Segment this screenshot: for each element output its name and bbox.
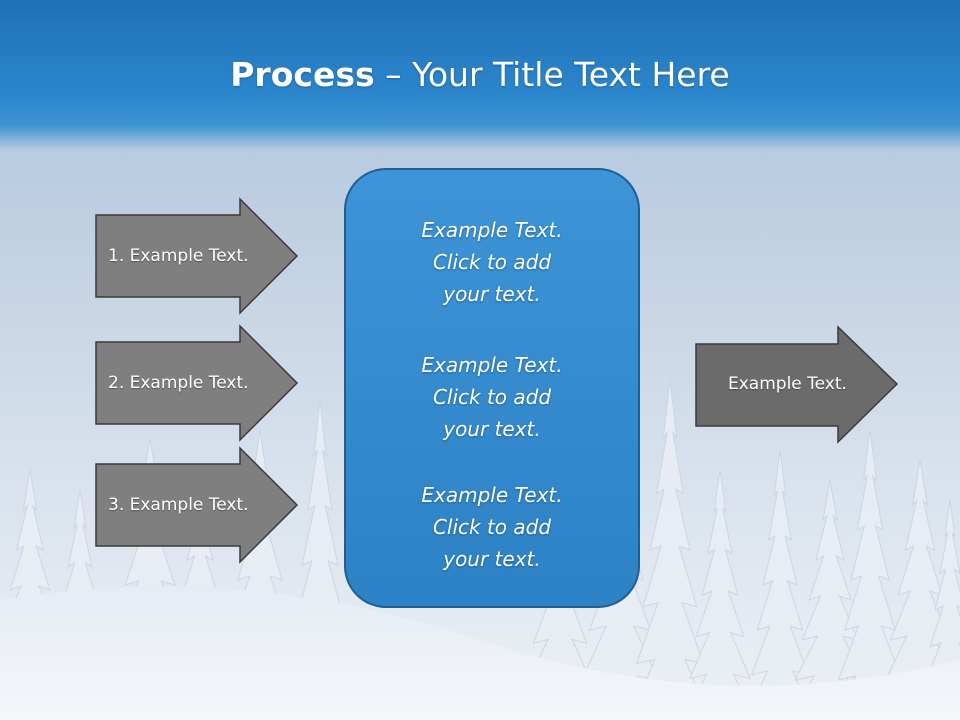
right-arrow[interactable]: Example Text. bbox=[695, 325, 900, 444]
center-text-block-1: Example Text. Click to add your text. bbox=[346, 214, 638, 310]
block-line: your text. bbox=[443, 282, 541, 306]
left-arrow-1[interactable]: 1. Example Text. bbox=[95, 197, 300, 315]
block-line: Example Text. bbox=[421, 218, 563, 242]
block-line: Click to add bbox=[432, 515, 552, 539]
title-bold: Process bbox=[230, 55, 375, 94]
snowy-tree bbox=[629, 379, 711, 720]
center-text-box[interactable]: Example Text. Click to add your text. Ex… bbox=[344, 168, 640, 608]
center-text-block-3: Example Text. Click to add your text. bbox=[346, 479, 638, 575]
left-arrow-3[interactable]: 3. Example Text. bbox=[95, 446, 300, 564]
block-line: Example Text. bbox=[421, 353, 563, 377]
block-line: Click to add bbox=[432, 250, 552, 274]
snowy-tree bbox=[835, 429, 905, 720]
arrow-label: 2. Example Text. bbox=[108, 373, 249, 393]
snow-ground bbox=[0, 586, 960, 720]
block-line: your text. bbox=[443, 417, 541, 441]
arrow-shape bbox=[95, 197, 299, 315]
arrow-label: Example Text. bbox=[728, 374, 847, 394]
title-rest: – Your Title Text Here bbox=[374, 55, 730, 94]
left-arrow-2[interactable]: 2. Example Text. bbox=[95, 324, 300, 442]
snowy-tree bbox=[683, 469, 757, 720]
center-text-block-2: Example Text. Click to add your text. bbox=[346, 349, 638, 445]
block-line: Click to add bbox=[432, 385, 552, 409]
slide-title[interactable]: Process – Your Title Text Here bbox=[0, 55, 960, 95]
arrow-shape bbox=[695, 325, 899, 444]
arrow-label: 3. Example Text. bbox=[108, 495, 249, 515]
block-line: your text. bbox=[443, 547, 541, 571]
arrow-shape bbox=[95, 446, 299, 564]
arrow-label: 1. Example Text. bbox=[108, 246, 249, 266]
arrow-shape bbox=[95, 324, 299, 442]
block-line: Example Text. bbox=[421, 483, 563, 507]
snowy-tree bbox=[745, 449, 815, 720]
